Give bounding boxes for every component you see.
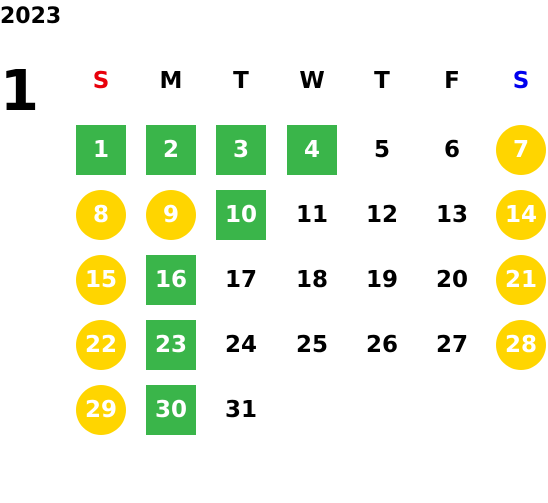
- day-12[interactable]: 12: [365, 202, 398, 228]
- weekday-monday: M: [159, 68, 183, 94]
- day-26[interactable]: 26: [365, 332, 398, 358]
- day-6[interactable]: 6: [443, 137, 460, 163]
- day-3[interactable]: 3: [216, 125, 266, 175]
- day-21[interactable]: 21: [496, 255, 546, 305]
- day-13[interactable]: 13: [435, 202, 468, 228]
- day-19[interactable]: 19: [365, 267, 398, 293]
- day-18[interactable]: 18: [295, 267, 328, 293]
- day-30[interactable]: 30: [146, 385, 196, 435]
- day-23[interactable]: 23: [146, 320, 196, 370]
- day-15[interactable]: 15: [76, 255, 126, 305]
- day-10[interactable]: 10: [216, 190, 266, 240]
- day-17[interactable]: 17: [224, 267, 257, 293]
- day-20[interactable]: 20: [435, 267, 468, 293]
- weekday-wednesday: W: [299, 68, 325, 94]
- day-11[interactable]: 11: [295, 202, 328, 228]
- day-14[interactable]: 14: [496, 190, 546, 240]
- weekday-thursday: T: [374, 68, 390, 94]
- weekday-saturday: S: [512, 68, 530, 94]
- day-2[interactable]: 2: [146, 125, 196, 175]
- day-29[interactable]: 29: [76, 385, 126, 435]
- day-16[interactable]: 16: [146, 255, 196, 305]
- day-27[interactable]: 27: [435, 332, 468, 358]
- day-31[interactable]: 31: [224, 397, 257, 423]
- weekday-friday: F: [444, 68, 460, 94]
- month-label: 1: [0, 59, 39, 124]
- day-22[interactable]: 22: [76, 320, 126, 370]
- day-1[interactable]: 1: [76, 125, 126, 175]
- day-8[interactable]: 8: [76, 190, 126, 240]
- day-28[interactable]: 28: [496, 320, 546, 370]
- day-24[interactable]: 24: [224, 332, 257, 358]
- day-7[interactable]: 7: [496, 125, 546, 175]
- weekday-sunday: S: [92, 68, 110, 94]
- day-5[interactable]: 5: [373, 137, 390, 163]
- weekday-tuesday: T: [233, 68, 249, 94]
- year-label: 2023: [0, 4, 62, 29]
- day-9[interactable]: 9: [146, 190, 196, 240]
- day-25[interactable]: 25: [295, 332, 328, 358]
- day-4[interactable]: 4: [287, 125, 337, 175]
